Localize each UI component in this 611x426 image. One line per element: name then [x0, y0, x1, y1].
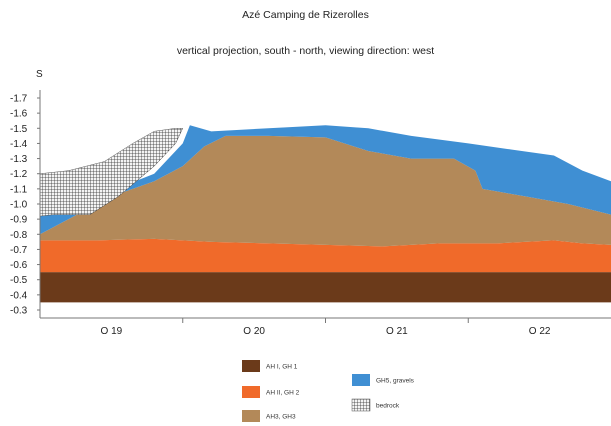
axes-group: -0.3 -0.4 -0.5 -0.6 -0.7 -0.8 -0.9 -1.0 -1.1 -1.2…	[10, 90, 611, 337]
y-tick-label: -1.5	[10, 124, 28, 135]
y-tick-label: -1.1	[10, 184, 28, 195]
y-axis-label: S	[36, 69, 43, 80]
legend-swatch	[242, 410, 260, 422]
legend-label: GH5, gravels	[376, 378, 415, 385]
y-tick-label: -1.7	[10, 94, 28, 105]
legend-swatch	[352, 374, 370, 386]
y-tick-label: -0.7	[10, 245, 28, 256]
legend-swatch	[351, 398, 371, 412]
legend-label: AH II, GH 2	[266, 390, 300, 397]
layer-gh5-gravels	[40, 125, 611, 235]
layer-bedrock	[39, 128, 184, 217]
chart-title: Azé Camping de Rizerolles	[242, 9, 369, 21]
y-tick-label: -0.4	[10, 290, 28, 301]
layer-ah-i-gh-1	[40, 272, 611, 303]
y-tick-label: -0.3	[10, 306, 28, 317]
y-tick-label: -1.2	[10, 169, 28, 180]
legend-label: AH3, GH3	[266, 414, 296, 421]
x-category-label: O 22	[529, 326, 551, 337]
y-tick-label: -0.9	[10, 215, 28, 226]
x-category-label: O 19	[101, 326, 123, 337]
legend-swatch	[242, 386, 260, 398]
y-tick-label: -1.0	[10, 200, 28, 211]
layers-group	[39, 125, 611, 303]
legend-swatch	[242, 360, 260, 372]
y-tick-label: -0.6	[10, 260, 28, 271]
legend: AH I, GH 1 AH II, GH 2 AH3, GH3 GH5, gravel…	[242, 360, 415, 422]
layer-ah3-gh3	[40, 135, 611, 247]
x-category-label: O 21	[386, 326, 408, 337]
y-tick-label: -1.4	[10, 139, 28, 150]
y-tick-label: -0.5	[10, 275, 28, 286]
x-category-label: O 20	[243, 326, 265, 337]
layer-ah-ii-gh-2	[40, 238, 611, 273]
y-tick-label: -0.8	[10, 230, 28, 241]
legend-label: AH I, GH 1	[266, 364, 298, 371]
y-tick-label: -1.3	[10, 154, 28, 165]
legend-label: bedrock	[376, 403, 400, 410]
chart-subtitle: vertical projection, south - north, view…	[176, 45, 435, 57]
y-tick-label: -1.6	[10, 109, 28, 120]
